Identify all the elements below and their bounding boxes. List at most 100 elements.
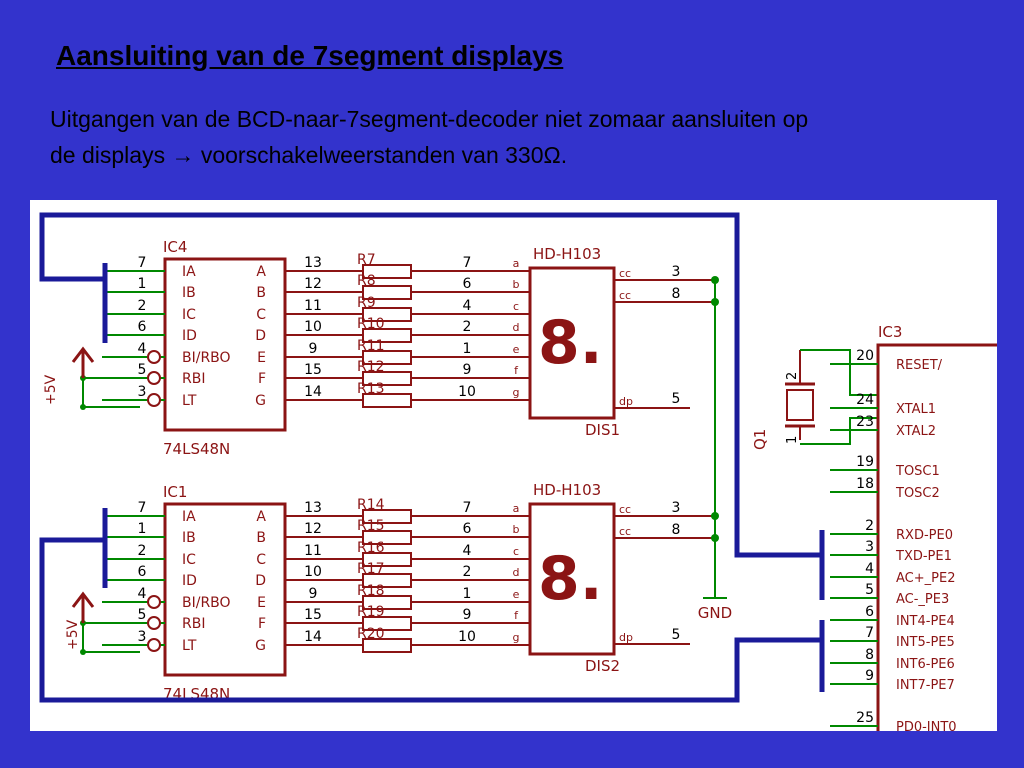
decoder-input-label: RBI — [182, 616, 205, 632]
mcu-pin-name: XTAL2 — [896, 424, 936, 439]
display-cc-pin-number: 8 — [672, 522, 681, 538]
decoder-input-pin-number: 7 — [138, 255, 147, 271]
display-ref-label: DIS2 — [585, 657, 620, 675]
decoder-input-label: LT — [182, 638, 197, 654]
display-cc-pin-number: 3 — [672, 264, 681, 280]
mcu-ref-label: IC3 — [878, 323, 902, 341]
display-segment-label: a — [513, 257, 520, 270]
resistor-label: R11 — [357, 338, 385, 354]
decoder-input-label: RBI — [182, 371, 205, 387]
mcu-pin-name: INT6-PE6 — [896, 657, 955, 672]
decoder-input-pin-number: 4 — [138, 341, 147, 357]
inverted-input-bubble — [147, 595, 161, 609]
crystal-body-icon — [786, 389, 814, 421]
display-segment-label: c — [513, 545, 519, 558]
mcu-pin-number: 4 — [865, 561, 874, 577]
xtal1-wire — [800, 349, 878, 396]
inverted-input-bubble — [147, 371, 161, 385]
decoder-output-pin-number: 14 — [304, 384, 322, 400]
decoder-output-label: C — [256, 552, 266, 568]
decoder-input-pin-number: 7 — [138, 500, 147, 516]
decoder-output-label: D — [255, 573, 266, 589]
decoder-input-pin-number: 3 — [138, 384, 147, 400]
display-cc-label: cc — [619, 525, 631, 538]
decoder-input-label: IB — [182, 285, 196, 301]
mcu-pin-number: 2 — [865, 518, 874, 534]
resistor-label: R7 — [357, 252, 376, 268]
mcu-pin-number: 3 — [865, 539, 874, 555]
supply-arrow-icon — [71, 346, 95, 363]
inverted-input-bubble — [147, 393, 161, 407]
display-input-pin-number: 4 — [463, 543, 472, 559]
resistor-label: R12 — [357, 359, 385, 375]
decoder-input-label: BI/RBO — [182, 350, 231, 366]
resistor-label: R8 — [357, 273, 376, 289]
display-segment-label: c — [513, 300, 519, 313]
resistor-label: R13 — [357, 381, 385, 397]
decoder-input-pin-number: 1 — [138, 521, 147, 537]
mcu-pin-name: INT5-PE5 — [896, 635, 955, 650]
display-segment-label: a — [513, 502, 520, 515]
mcu-pin-name: INT7-PE7 — [896, 678, 955, 693]
decoder-ic-body — [163, 502, 287, 677]
seven-segment-digit: 8. — [538, 308, 603, 378]
display-input-pin-number: 10 — [458, 629, 476, 645]
resistor-label: R15 — [357, 518, 385, 534]
crystal-pin-number: 2 — [785, 372, 800, 380]
junction-dot — [80, 649, 86, 655]
ic-ref-label: IC4 — [163, 238, 187, 256]
mcu-pin-number: 23 — [856, 414, 874, 430]
decoder-output-pin-number: 14 — [304, 629, 322, 645]
decoder-output-label: G — [255, 638, 266, 654]
display-dp-pin-number: 5 — [672, 627, 681, 643]
display-dp-pin-number: 5 — [672, 391, 681, 407]
decoder-output-label: F — [258, 616, 266, 632]
body-line-2: de displays → voorschakelweerstanden van… — [50, 142, 568, 168]
decoder-output-label: B — [256, 285, 266, 301]
mcu-pin-name: INT4-PE4 — [896, 614, 955, 629]
decoder-output-label: F — [258, 371, 266, 387]
mcu-pin-name: AC-_PE3 — [896, 592, 949, 607]
decoder-input-label: ID — [182, 328, 197, 344]
mcu-pin-name: PD0-INT0 — [896, 720, 957, 731]
display-input-pin-number: 9 — [463, 607, 472, 623]
mcu-body — [876, 343, 997, 731]
slide-body-text: Uitgangen van de BCD-naar-7segment-decod… — [50, 101, 1010, 173]
decoder-input-label: IB — [182, 530, 196, 546]
decoder-input-pin-number: 2 — [138, 298, 147, 314]
decoder-output-label: E — [257, 350, 266, 366]
crystal-pin-number: 1 — [785, 436, 800, 444]
mcu-pin-name: RXD-PE0 — [896, 528, 953, 543]
decoder-output-label: A — [256, 264, 266, 280]
decoder-input-pin-number: 5 — [138, 607, 147, 623]
display-cc-pin-number: 3 — [672, 500, 681, 516]
decoder-input-label: IA — [182, 264, 196, 280]
mcu-pin-name: RESET/ — [896, 358, 943, 373]
decoder-output-pin-number: 9 — [309, 341, 318, 357]
display-cc-label: cc — [619, 503, 631, 516]
display-input-pin-number: 1 — [463, 341, 472, 357]
junction-dot — [80, 404, 86, 410]
lower-bus-wire — [39, 537, 822, 703]
mcu-pin-number: 24 — [856, 392, 874, 408]
inverted-input-bubble — [147, 616, 161, 630]
display-segment-label: e — [513, 343, 520, 356]
mcu-pin-number: 25 — [856, 710, 874, 726]
resistor-label: R19 — [357, 604, 385, 620]
upper-bus-wire — [39, 212, 822, 558]
decoder-input-pin-number: 6 — [138, 564, 147, 580]
resistor-label: R18 — [357, 583, 385, 599]
gnd-label: GND — [698, 604, 732, 622]
display-input-pin-number: 2 — [463, 319, 472, 335]
slide-title: Aansluiting van de 7segment displays — [56, 40, 564, 71]
resistor-label: R9 — [357, 295, 376, 311]
display-input-pin-number: 4 — [463, 298, 472, 314]
mcu-pin-number: 20 — [856, 348, 874, 364]
decoder-output-label: C — [256, 307, 266, 323]
decoder-output-label: A — [256, 509, 266, 525]
decoder-input-label: BI/RBO — [182, 595, 231, 611]
decoder-input-pin-number: 5 — [138, 362, 147, 378]
resistor-label: R16 — [357, 540, 385, 556]
decoder-output-label: E — [257, 595, 266, 611]
